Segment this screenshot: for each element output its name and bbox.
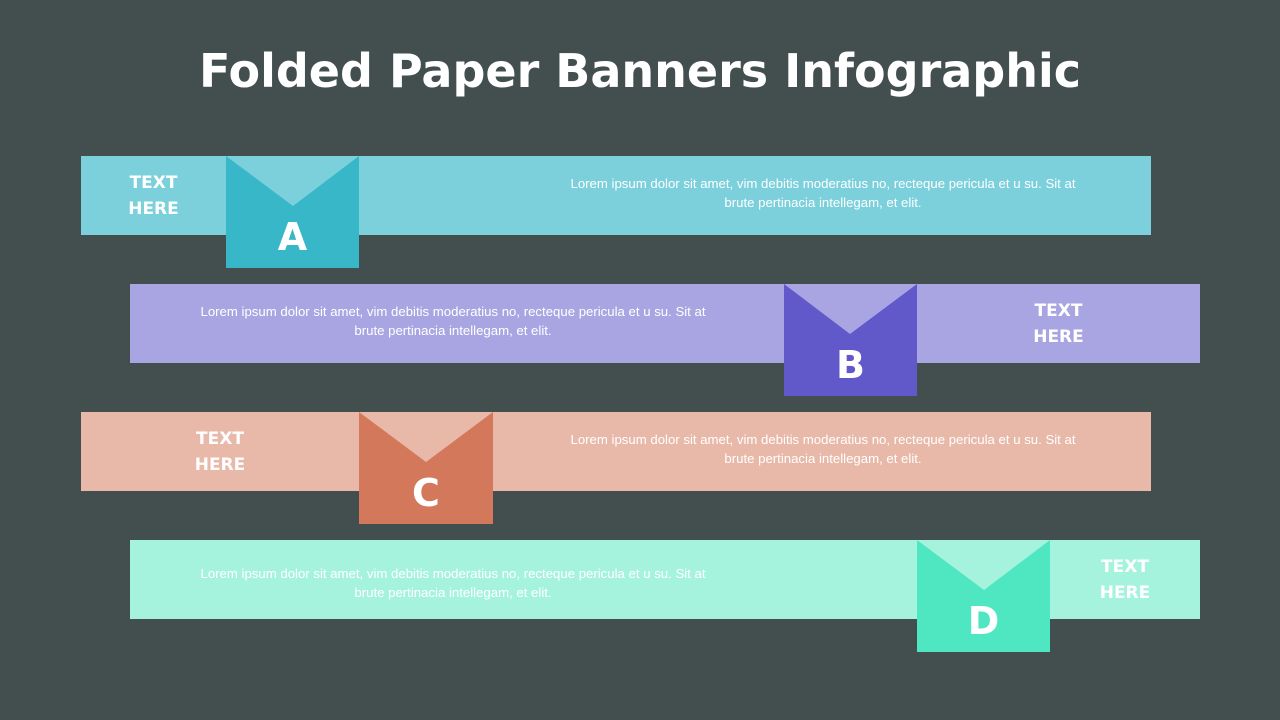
fold-tab-shape xyxy=(359,412,493,524)
banner-c-letter: C xyxy=(412,471,440,515)
banner-a-letter: A xyxy=(277,215,308,259)
page-title: Folded Paper Banners Infographic xyxy=(198,44,1082,98)
banner-a-description: Lorem ipsum dolor sit amet, vim debitis … xyxy=(570,176,1076,210)
banner-c-strip xyxy=(81,412,1151,491)
banner-b-letter: B xyxy=(836,343,865,387)
banner-b-label: TEXT HERE xyxy=(1033,301,1084,347)
banner-c: TEXT HERE C Lorem ipsum dolor sit amet, … xyxy=(81,412,1151,524)
banner-c-fold: C xyxy=(359,412,493,524)
fold-tab-shape xyxy=(917,540,1050,652)
banner-b-fold: B xyxy=(784,284,917,396)
fold-tab-shape xyxy=(226,156,359,268)
banner-a: TEXT HERE A Lorem ipsum dolor sit amet, … xyxy=(81,156,1151,268)
banner-b-strip xyxy=(130,284,1200,363)
banner-d-description: Lorem ipsum dolor sit amet, vim debitis … xyxy=(200,566,706,600)
banner-d-label: TEXT HERE xyxy=(1099,557,1151,603)
banner-a-label: TEXT HERE xyxy=(128,173,179,219)
banner-d-letter: D xyxy=(967,599,1000,643)
banner-a-fold: A xyxy=(226,156,359,268)
banner-c-description: Lorem ipsum dolor sit amet, vim debitis … xyxy=(570,432,1076,466)
banner-d-fold: D xyxy=(917,540,1050,652)
fold-tab-shape xyxy=(784,284,917,396)
banner-c-label: TEXT HERE xyxy=(194,429,246,475)
banner-b-description: Lorem ipsum dolor sit amet, vim debitis … xyxy=(200,304,706,338)
banner-b: Lorem ipsum dolor sit amet, vim debitis … xyxy=(130,284,1200,396)
banner-d: Lorem ipsum dolor sit amet, vim debitis … xyxy=(130,540,1200,652)
